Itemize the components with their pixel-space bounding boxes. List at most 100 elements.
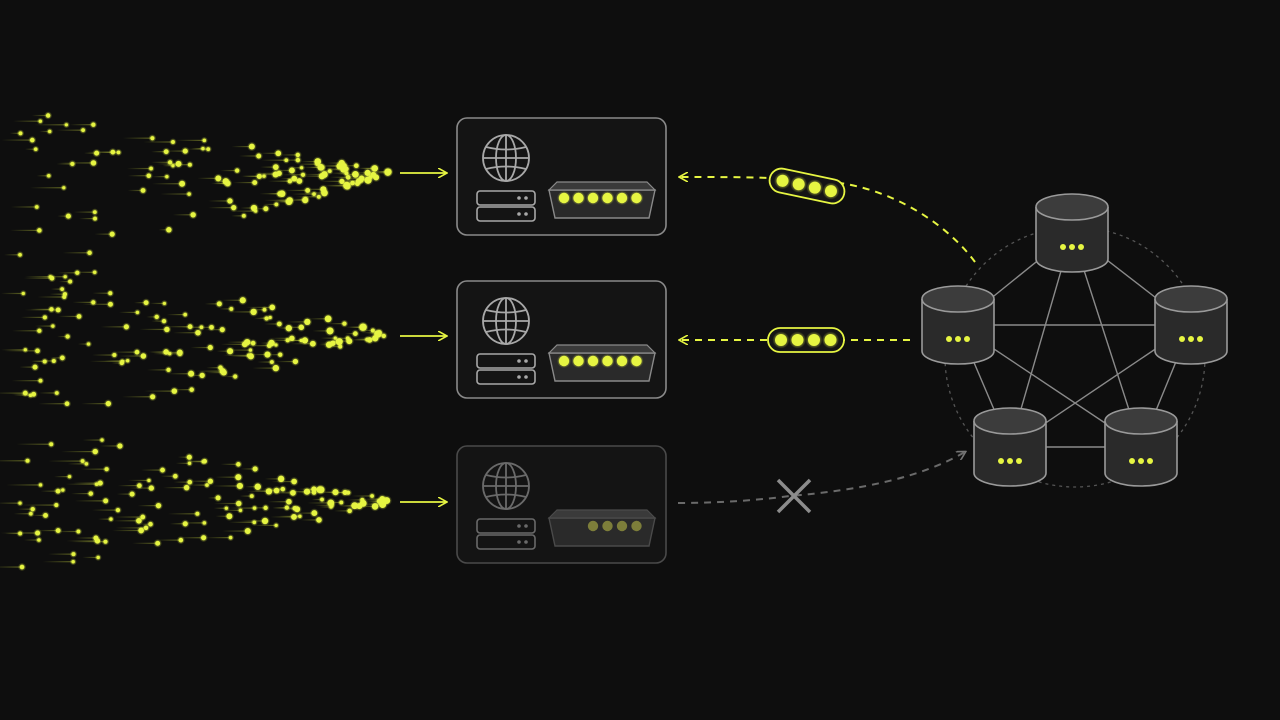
particle-trail xyxy=(213,502,239,505)
particle-trail xyxy=(172,214,194,216)
particle-trail xyxy=(327,169,344,171)
particle xyxy=(71,560,75,564)
particle-trail xyxy=(344,333,356,335)
particle xyxy=(80,459,85,463)
particle xyxy=(90,160,97,166)
particle-trail xyxy=(227,341,248,343)
particle-trail xyxy=(21,504,57,506)
particle xyxy=(215,175,222,182)
particle xyxy=(179,180,186,187)
particle-trail xyxy=(38,403,68,405)
particle-trail xyxy=(189,374,203,377)
particle-trail xyxy=(169,523,186,525)
particle-trail xyxy=(246,306,273,309)
request-stream-1 xyxy=(1,111,394,259)
particle xyxy=(339,178,345,184)
particle-trail xyxy=(260,152,279,154)
tray-top xyxy=(547,181,657,191)
particle-trail xyxy=(0,292,24,295)
batch-pills xyxy=(767,167,846,353)
globe-latitude xyxy=(485,146,527,151)
particle xyxy=(93,216,97,221)
particle xyxy=(100,438,104,442)
particle xyxy=(108,291,113,296)
particle xyxy=(150,136,155,141)
particle-trail xyxy=(220,343,245,345)
particle xyxy=(18,252,22,257)
particle-trail xyxy=(246,490,269,492)
particle xyxy=(263,206,269,212)
particle-trail xyxy=(252,367,276,369)
particle xyxy=(277,191,283,197)
particle-trail xyxy=(122,396,153,398)
particle xyxy=(96,555,100,560)
particle xyxy=(231,205,237,211)
particle-trail xyxy=(262,203,277,206)
particle-trail xyxy=(322,164,345,167)
particle-trail xyxy=(17,508,33,510)
queue-tray-icon xyxy=(547,509,657,547)
queue-light xyxy=(631,192,642,204)
particle xyxy=(37,328,42,333)
particle-trail xyxy=(366,500,380,502)
database-top xyxy=(1104,407,1178,435)
particle-trail xyxy=(220,463,239,465)
particle-trail xyxy=(264,199,290,201)
particle-trail xyxy=(239,155,259,157)
particle xyxy=(263,505,268,510)
server-card-3 xyxy=(456,445,667,564)
inbound-arrows xyxy=(400,173,446,502)
particle xyxy=(103,498,109,504)
particle xyxy=(250,204,258,212)
storage-icon xyxy=(476,353,536,385)
particle-trail xyxy=(269,339,288,341)
particle xyxy=(54,503,59,508)
particle-trail xyxy=(55,530,79,533)
particle-trail xyxy=(112,529,142,532)
particle xyxy=(63,275,67,279)
particle-trail xyxy=(143,141,173,143)
particle xyxy=(384,168,391,175)
batch-item xyxy=(775,334,787,346)
particle-trail xyxy=(176,139,205,141)
queue-light xyxy=(558,192,570,204)
particle-trail xyxy=(213,507,227,509)
particle-trail xyxy=(48,460,83,462)
particle-trail xyxy=(204,303,220,305)
particle xyxy=(248,143,255,150)
particle-trail xyxy=(31,114,49,117)
particle xyxy=(246,353,251,358)
particle xyxy=(35,530,41,536)
particle xyxy=(18,501,22,505)
particle xyxy=(276,321,282,327)
particle xyxy=(252,466,258,472)
particle-trail xyxy=(245,486,258,488)
particle xyxy=(350,180,355,186)
particle xyxy=(115,507,121,513)
particle xyxy=(370,171,377,178)
particle xyxy=(18,131,23,136)
particle xyxy=(91,300,96,305)
particle-trail xyxy=(147,369,169,371)
particle-trail xyxy=(231,145,252,148)
particle xyxy=(326,327,334,335)
particle xyxy=(235,474,242,481)
particle xyxy=(233,374,238,379)
particle xyxy=(183,484,190,491)
particle xyxy=(336,162,343,170)
particle xyxy=(370,494,374,498)
particle-trail xyxy=(155,539,181,541)
particle-trail xyxy=(111,362,122,364)
particle xyxy=(76,529,81,534)
particle xyxy=(371,166,376,171)
particle-trail xyxy=(320,180,342,182)
particle xyxy=(201,535,207,541)
particle xyxy=(164,326,170,333)
particle xyxy=(81,128,85,133)
particle-trail xyxy=(58,315,80,318)
request-stream-2 xyxy=(0,268,388,409)
particle xyxy=(190,212,196,218)
particle xyxy=(60,287,65,291)
particle-trail xyxy=(264,323,280,325)
